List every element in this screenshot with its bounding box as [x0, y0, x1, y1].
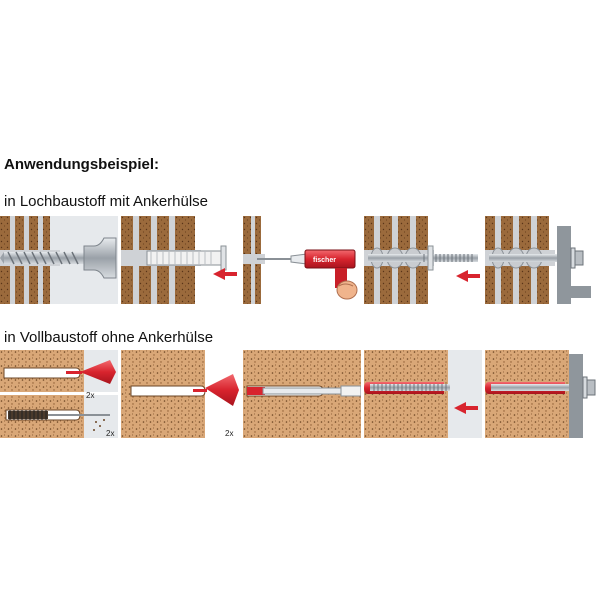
cartridge-brand: fischer: [313, 257, 336, 264]
section-label-solid: in Vollbaustoff ohne Ankerhülse: [4, 329, 214, 346]
arrow-left-icon: [456, 270, 480, 282]
step-hollow-insert-rod: [364, 216, 482, 304]
step-solid-blow-out: 2x: [121, 350, 239, 438]
hand-icon: [336, 280, 358, 300]
nut-washer-icon: [570, 247, 584, 269]
blow-pump-icon: [193, 374, 239, 406]
page-title: Anwendungsbeispiel:: [4, 156, 160, 173]
step-hollow-insert-sleeve: [121, 216, 239, 304]
drill-chuck-icon: [83, 237, 117, 279]
mixer-nozzle-icon: [262, 385, 361, 397]
threaded-rod-icon: [370, 384, 450, 391]
blow-pump-icon: [66, 360, 116, 384]
injection-cartridge-icon: fischer: [304, 249, 356, 288]
repeat-label: 2x: [225, 429, 233, 438]
mounting-bracket-icon: [557, 226, 591, 304]
arrow-left-icon: [454, 402, 478, 414]
repeat-label: 2x: [106, 429, 114, 438]
drill-bit-icon: [0, 251, 84, 265]
nut-washer-icon: [582, 376, 596, 399]
repeat-label: 2x: [86, 391, 94, 400]
threaded-rod-icon: [368, 254, 478, 262]
step-solid-drill-clean: 2x 2x: [0, 350, 118, 438]
step-solid-insert-rod: [364, 350, 482, 438]
mounting-bracket-icon: [569, 354, 583, 438]
step-hollow-inject: fischer: [243, 216, 361, 304]
step-solid-inject: [243, 350, 361, 438]
step-solid-fix: [485, 350, 600, 438]
anchor-sleeve-icon: [146, 245, 227, 271]
arrow-left-icon: [213, 268, 237, 280]
cleaning-brush-icon: [5, 409, 110, 421]
step-hollow-drill: [0, 216, 118, 304]
step-hollow-fix: [485, 216, 600, 304]
section-label-hollow: in Lochbaustoff mit Ankerhülse: [4, 193, 209, 210]
